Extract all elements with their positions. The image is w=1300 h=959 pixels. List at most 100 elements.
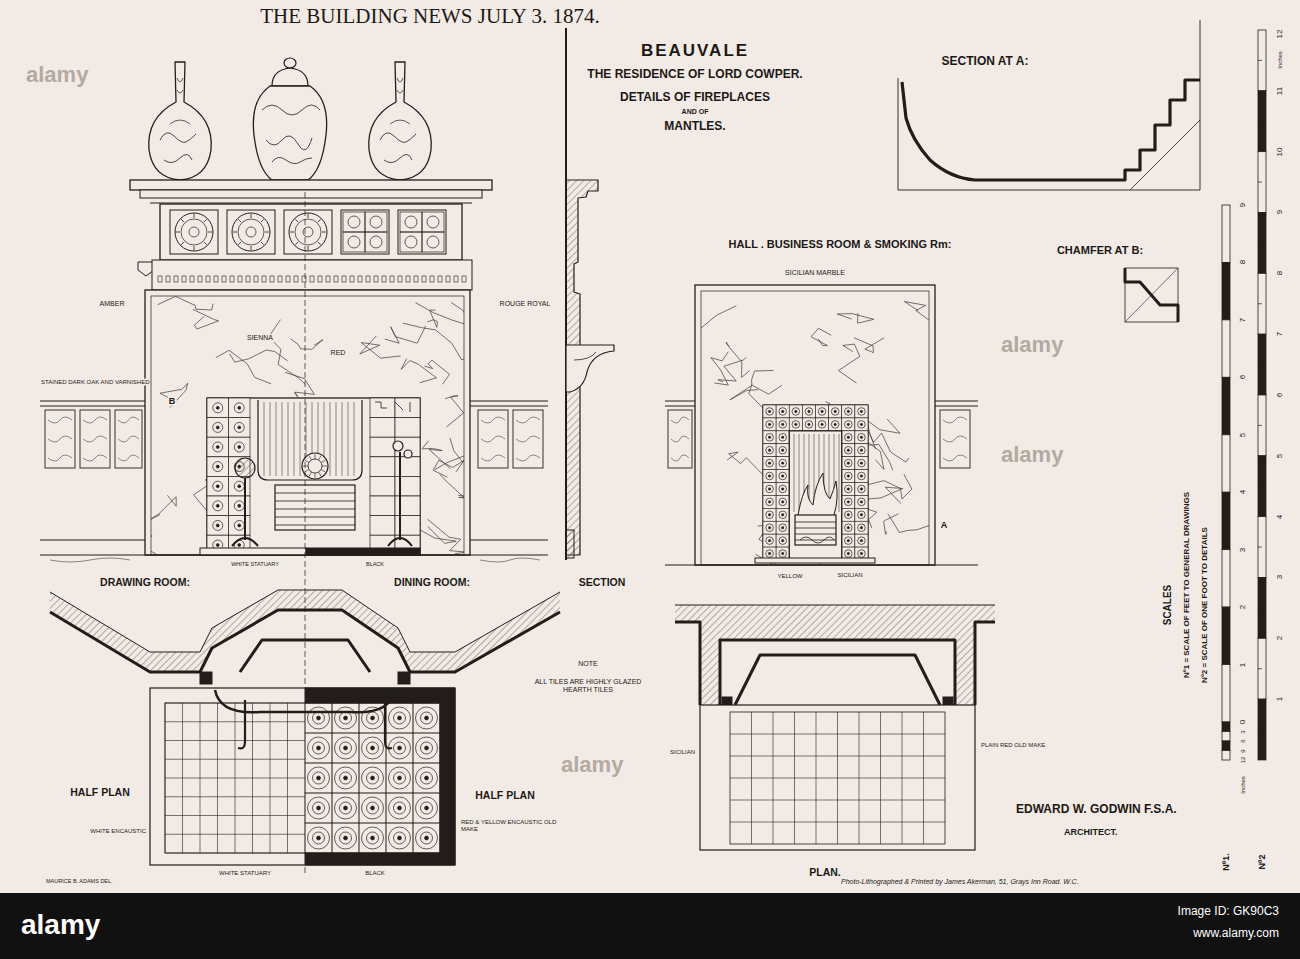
marble-veins (701, 302, 929, 565)
encaustic-ring (308, 767, 330, 789)
scale-number: 7 (1275, 331, 1284, 337)
plate (289, 213, 327, 251)
tile-rosette (405, 236, 417, 248)
tile-rosette (858, 537, 866, 545)
scale-number: 11 (1275, 86, 1284, 96)
tile-rosette-centre (768, 423, 770, 425)
encaustic-ring (340, 832, 352, 844)
vase-decoration (170, 120, 190, 124)
tile-flower (234, 422, 244, 432)
jamb (398, 672, 410, 684)
wood-grain (83, 436, 107, 442)
jar-decoration (266, 136, 312, 150)
plate-pattern (261, 242, 264, 245)
half-tick (1258, 182, 1262, 183)
tile-flower (213, 422, 223, 432)
marble-vein (160, 383, 188, 407)
watermark: alamy (1000, 332, 1064, 357)
encaustic-tile (305, 823, 332, 853)
marble-vein (445, 396, 463, 427)
dentil (366, 276, 370, 282)
scale-segment (1222, 741, 1230, 751)
border-tile (855, 444, 868, 457)
plain-tile (395, 516, 420, 536)
encaustic-tile (359, 763, 386, 793)
medallion-ray (303, 466, 308, 467)
marble-vein (415, 303, 464, 327)
encaustic-ring (389, 767, 411, 789)
tile-rosette (792, 421, 800, 429)
encaustic-ring (421, 802, 433, 814)
border-tile (763, 508, 776, 521)
border-tile (842, 534, 855, 547)
dado-panel (45, 410, 75, 468)
surround-rim (701, 291, 929, 565)
encaustic-ring (416, 797, 438, 819)
encaustic-ring (421, 742, 433, 754)
tile-rosette (831, 408, 839, 416)
plate (175, 213, 213, 251)
hood-line (336, 402, 337, 476)
tile-rosette-centre (847, 449, 849, 451)
tile-joint (730, 778, 945, 779)
plain-tile (370, 457, 395, 477)
material-label: RED & YELLOW ENCAUSTIC OLD MAKE (460, 819, 562, 833)
tile-rosette (766, 524, 774, 532)
scale-unit: Inches (1277, 50, 1284, 70)
half-tick (1258, 425, 1262, 426)
tile-rosette-centre (860, 488, 862, 490)
view-title: HALF PLAN (474, 789, 536, 801)
marble-vein (435, 438, 464, 470)
encaustic-tile (386, 823, 413, 853)
decorated-tile (207, 418, 229, 438)
tile-rosette (370, 236, 382, 248)
tile-joint (165, 778, 305, 779)
plain-tile (395, 418, 420, 438)
scale-segment (1222, 665, 1230, 722)
dentil (222, 276, 226, 282)
hood-line (276, 402, 277, 476)
plate-title: BEAUVALE (640, 41, 750, 61)
plate-pattern (194, 214, 195, 218)
encaustic-tile (305, 763, 332, 793)
border-tile (855, 534, 868, 547)
scale-segment (1258, 30, 1266, 91)
reference-letter: A (940, 520, 949, 530)
tile-rosette-centre (795, 410, 797, 412)
tile-rosette (766, 459, 774, 467)
rack-tile (365, 232, 387, 252)
fender (215, 690, 395, 712)
plain-tile (395, 496, 420, 516)
dentil (198, 276, 202, 282)
plate-rim (181, 219, 207, 245)
tile-joint (165, 759, 305, 760)
medallion (302, 453, 328, 479)
rack-cell (284, 210, 332, 254)
stock-logo: alamy (20, 909, 101, 941)
marble-veins (151, 296, 464, 555)
encaustic-ring (340, 742, 352, 754)
wall-back (50, 590, 560, 652)
wood-grain (118, 455, 139, 461)
border-tile (816, 405, 829, 418)
material-label: RED (330, 349, 347, 357)
scale-segment (1258, 273, 1266, 334)
chamfer-profile (1125, 268, 1178, 322)
encaustic-tile (413, 703, 440, 733)
marble-vein (427, 519, 464, 554)
tile-joint (165, 740, 305, 741)
dado-panel (115, 410, 142, 468)
plain-tile (370, 437, 395, 457)
marble-vein (854, 338, 884, 353)
tile-rosette (845, 408, 853, 416)
dentil (374, 276, 378, 282)
plate (232, 213, 270, 251)
scale-number: 12 (1275, 29, 1284, 40)
hearth-edge (755, 558, 875, 563)
vase (149, 62, 212, 180)
encaustic-tile (386, 793, 413, 823)
surround-rim (151, 296, 464, 555)
grate-bar (795, 534, 836, 535)
decorated-tile (229, 496, 251, 516)
encaustic-dot (317, 806, 321, 810)
